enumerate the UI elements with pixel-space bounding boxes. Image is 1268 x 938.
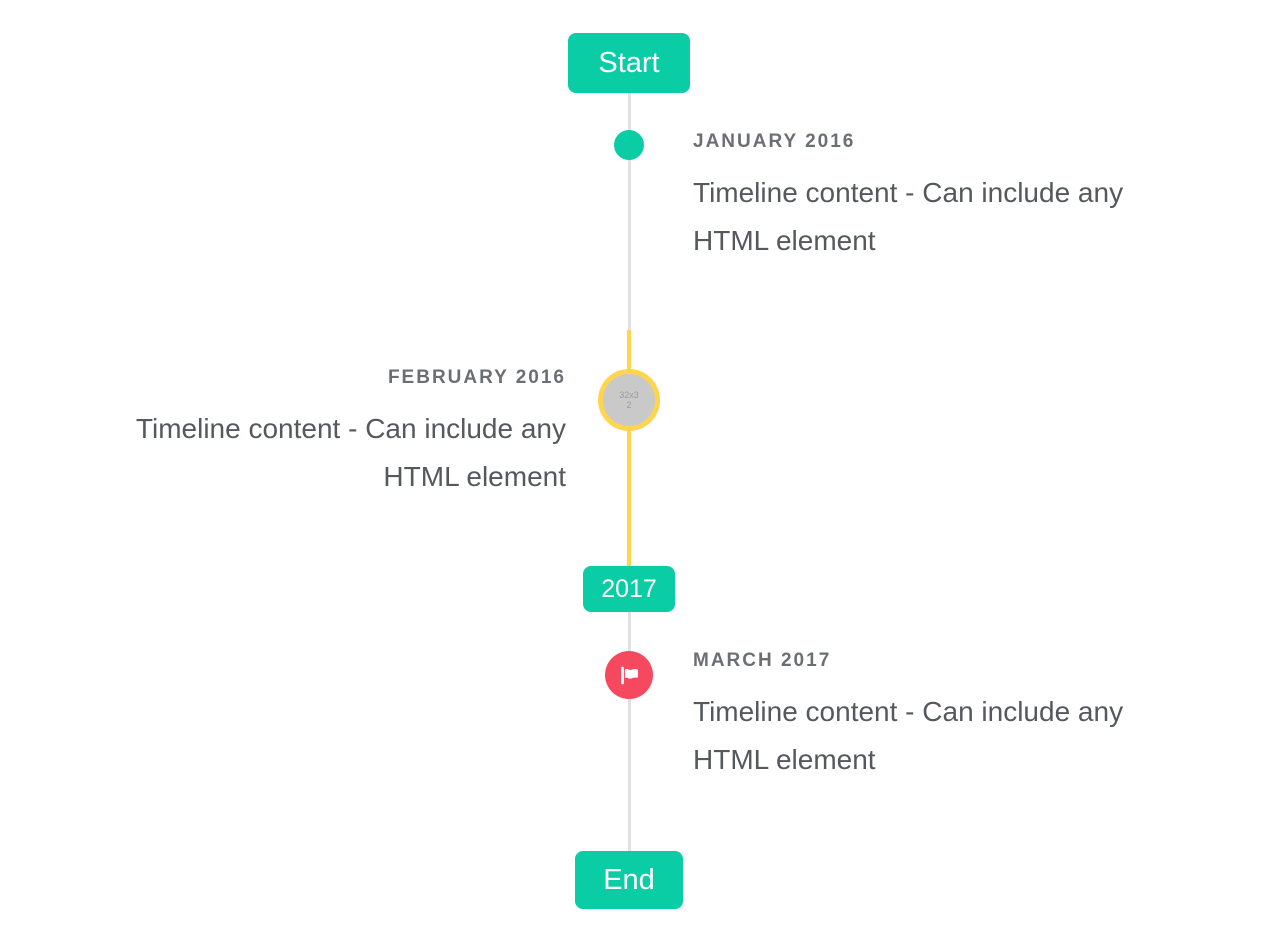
timeline-line-highlighted-segment xyxy=(627,330,631,566)
item-content-text: Timeline content - Can include any HTML … xyxy=(693,696,1124,775)
timeline-marker-image-placeholder: 32x32 xyxy=(598,369,660,431)
flag-icon xyxy=(617,663,642,688)
broken-image-alt-text: 32x32 xyxy=(619,390,639,410)
timeline-marker-dot xyxy=(614,130,644,160)
timeline-item: JANUARY 2016 Timeline content - Can incl… xyxy=(693,131,1193,265)
end-button[interactable]: End xyxy=(575,851,683,909)
item-date-label: JANUARY 2016 xyxy=(693,131,856,152)
item-date-label: FEBRUARY 2016 xyxy=(387,367,566,388)
timeline-marker-flag xyxy=(605,651,653,699)
item-content-text: Timeline content - Can include any HTML … xyxy=(693,177,1124,256)
item-content-text: Timeline content - Can include any HTML … xyxy=(135,413,566,492)
start-button[interactable]: Start xyxy=(568,33,690,93)
timeline-item: FEBRUARY 2016 Timeline content - Can inc… xyxy=(66,367,566,501)
item-date-label: MARCH 2017 xyxy=(693,650,832,671)
timeline-item: MARCH 2017 Timeline content - Can includ… xyxy=(693,650,1193,784)
year-divider-badge: 2017 xyxy=(583,566,675,612)
